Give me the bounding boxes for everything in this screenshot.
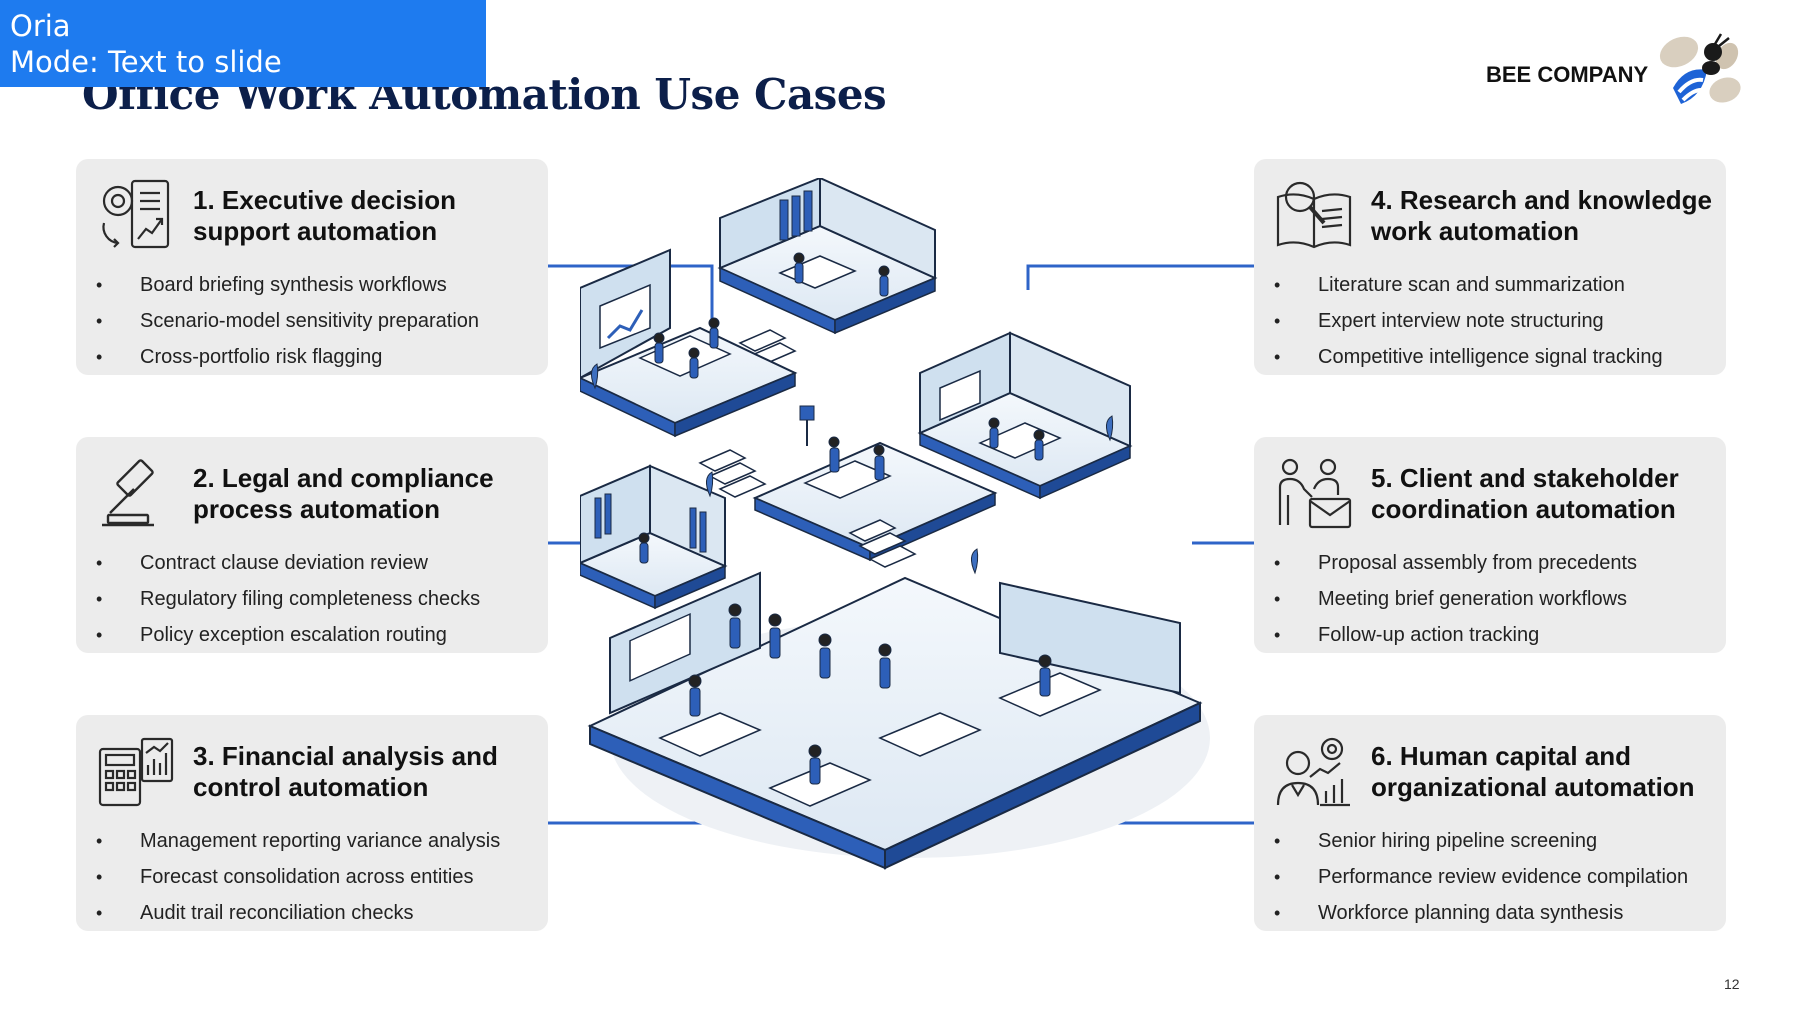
list-item: Expert interview note structuring [1274,303,1719,339]
card-title-line2: control automation [193,772,429,802]
card-title: 5. Client and stakeholder coordination a… [1371,463,1679,525]
isometric-office-illustration [580,178,1210,870]
list-item: Contract clause deviation review [96,545,541,581]
card-title-line2: process automation [193,494,441,524]
use-case-card-research-knowledge: 4. Research and knowledge work automatio… [1254,159,1726,375]
list-item: Performance review evidence compilation [1274,859,1719,895]
app-mode-banner: Oria Mode: Text to slide [0,0,486,87]
list-item: Board briefing synthesis workflows [96,267,541,303]
use-case-card-executive-decision: 1. Executive decision support automation… [76,159,548,375]
calculator-chart-icon [98,737,174,807]
list-item: Meeting brief generation workflows [1274,581,1719,617]
list-item: Workforce planning data synthesis [1274,895,1719,931]
brand-name: BEE COMPANY [1486,62,1649,87]
app-name: Oria [10,9,71,43]
card-title-line1: 1. Executive decision [193,185,457,215]
card-title: 3. Financial analysis and control automa… [193,741,498,803]
list-item: Audit trail reconciliation checks [96,895,541,931]
magnifier-book-icon [1276,181,1352,249]
card-bullet-list: Proposal assembly from precedents Meetin… [1274,545,1719,653]
card-bullet-list: Management reporting variance analysis F… [96,823,541,931]
bee-logo-icon [1659,33,1741,104]
use-case-card-legal-compliance: 2. Legal and compliance process automati… [76,437,548,653]
gears-document-chart-icon [102,179,170,249]
list-item: Proposal assembly from precedents [1274,545,1719,581]
use-case-card-financial-analysis: 3. Financial analysis and control automa… [76,715,548,931]
card-title: 1. Executive decision support automation [193,185,456,247]
list-item: Cross-portfolio risk flagging [96,339,541,375]
list-item: Senior hiring pipeline screening [1274,823,1719,859]
use-case-card-human-capital: 6. Human capital and organizational auto… [1254,715,1726,931]
list-item: Follow-up action tracking [1274,617,1719,653]
person-gear-chart-icon [1276,737,1350,807]
card-title: 2. Legal and compliance process automati… [193,463,494,525]
card-title-line1: 6. Human capital and [1371,741,1632,771]
card-bullet-list: Senior hiring pipeline screening Perform… [1274,823,1719,931]
card-title-line2: organizational automation [1371,772,1695,802]
gavel-icon [102,459,154,527]
list-item: Literature scan and summarization [1274,267,1719,303]
list-item: Policy exception escalation routing [96,617,541,653]
card-bullet-list: Board briefing synthesis workflows Scena… [96,267,541,375]
card-title-line2: coordination automation [1371,494,1676,524]
card-title-line2: work automation [1371,216,1580,246]
card-title-line1: 4. Research and knowledge [1371,185,1713,215]
card-title: 4. Research and knowledge work automatio… [1371,185,1712,247]
card-title-line1: 5. Client and stakeholder [1371,463,1679,493]
mode-label: Mode: Text to slide [10,45,282,79]
card-title-line1: 3. Financial analysis and [193,741,498,771]
card-bullet-list: Literature scan and summarization Expert… [1274,267,1719,375]
page-number: 12 [1724,976,1740,992]
list-item: Management reporting variance analysis [96,823,541,859]
list-item: Competitive intelligence signal tracking [1274,339,1719,375]
card-title-line2: support automation [193,216,438,246]
handshake-envelope-icon [1278,458,1352,529]
use-case-card-client-stakeholder: 5. Client and stakeholder coordination a… [1254,437,1726,653]
card-bullet-list: Contract clause deviation review Regulat… [96,545,541,653]
list-item: Forecast consolidation across entities [96,859,541,895]
card-title-line1: 2. Legal and compliance [193,463,494,493]
list-item: Scenario-model sensitivity preparation [96,303,541,339]
list-item: Regulatory filing completeness checks [96,581,541,617]
card-title: 6. Human capital and organizational auto… [1371,741,1695,803]
